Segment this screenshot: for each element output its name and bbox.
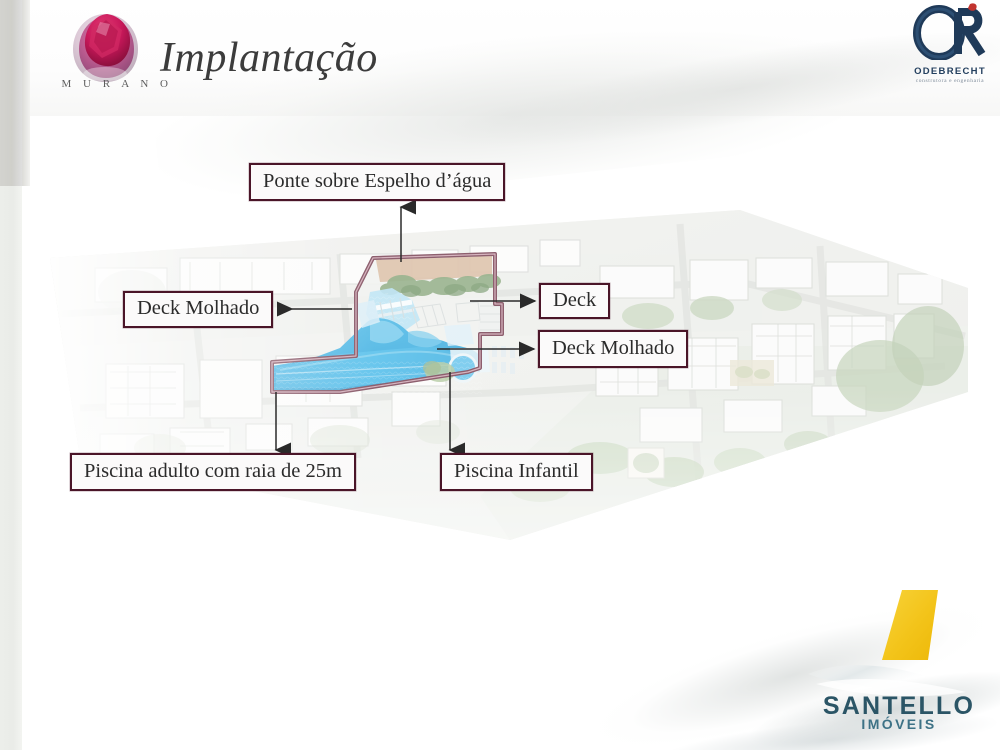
odebrecht-logo: ODEBRECHT construtora e engenharia [906, 2, 994, 84]
santello-subtitle: IMÓVEIS [861, 716, 937, 732]
callout-label: Piscina adulto com raia de 25m [84, 459, 342, 482]
callout-label: Ponte sobre Espelho d’água [263, 169, 492, 192]
gem-teardrop-icon [73, 14, 138, 82]
site-plan-clip-group [50, 210, 968, 540]
murano-logo [62, 8, 174, 104]
santello-wordmark: SANTELLO [822, 692, 976, 720]
left-edge-gradient [22, 0, 30, 186]
callout-label: Deck Molhado [137, 297, 260, 320]
callout-piscina-adulto[interactable]: Piscina adulto com raia de 25m [70, 453, 356, 491]
callout-deck-molhado-right[interactable]: Deck Molhado [538, 330, 689, 368]
callout-ponte-sobre-espelho-dagua[interactable]: Ponte sobre Espelho d’água [249, 163, 506, 201]
callout-deck-molhado-left[interactable]: Deck Molhado [123, 291, 274, 328]
yellow-chevron-icon [808, 590, 966, 697]
murano-wordmark: M U R A N O [61, 78, 173, 90]
callout-label: Deck [553, 288, 597, 311]
odebrecht-wordmark: ODEBRECHT [914, 66, 986, 77]
callout-piscina-infantil[interactable]: Piscina Infantil [440, 453, 593, 491]
callout-label: Piscina Infantil [454, 459, 579, 482]
page-title: Implantação [160, 35, 378, 81]
callout-deck[interactable]: Deck [539, 283, 611, 319]
callout-label: Deck Molhado [552, 336, 675, 359]
santello-logo: SANTELLO IMÓVEIS [806, 588, 992, 738]
odebrecht-tagline: construtora e engenharia [915, 78, 985, 84]
left-edge-strip-bottom [0, 186, 22, 750]
odebrecht-or-monogram-icon [913, 3, 986, 61]
site-plan-image [50, 210, 968, 540]
left-edge-strip-top [0, 0, 22, 186]
